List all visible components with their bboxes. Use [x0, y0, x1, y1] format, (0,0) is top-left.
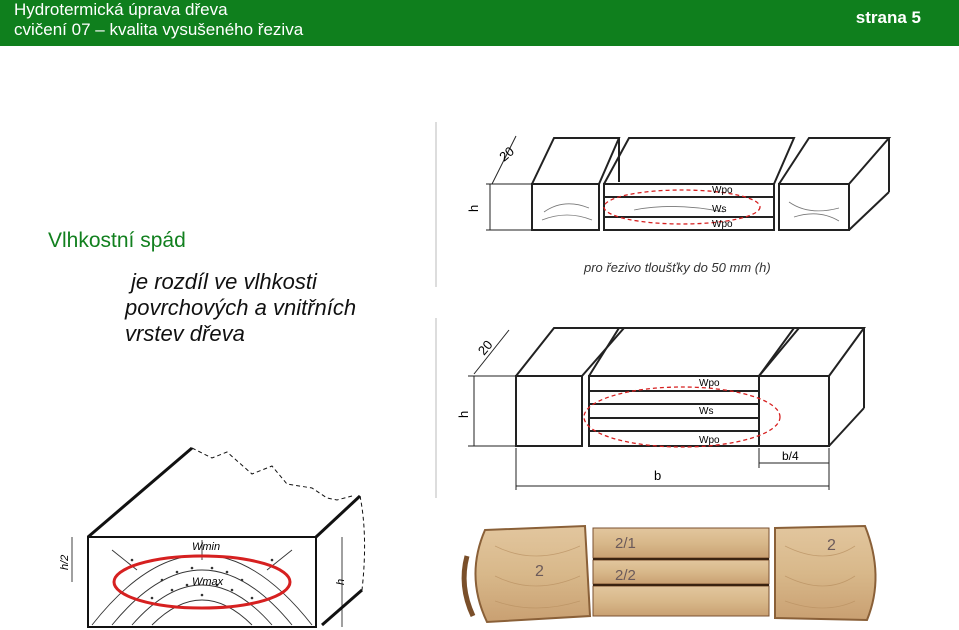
page-number: strana 5: [855, 8, 921, 27]
lesson-subtitle: cvičení 07 – kvalita vysušeného řeziva: [14, 20, 304, 39]
slide-heading: Vlhkostní spád: [48, 229, 186, 252]
course-title: Hydrotermická úprava dřeva: [14, 0, 228, 19]
board-photo: 2 2/1 2/2 2: [455, 516, 895, 628]
photo-label-right: 2: [827, 537, 836, 554]
figure-caption: pro řezivo tloušťky do 50 mm (h): [583, 260, 771, 275]
dim-20-middle: 20: [475, 337, 496, 358]
cross-section-diagram: Wmin Wmax h/2 h: [59, 446, 366, 628]
text-line-3: vrstev dřeva: [125, 321, 245, 346]
text-line-1: je rozdíl ve vlhkosti: [131, 269, 317, 294]
label-wpo-middle: Wpo: [699, 378, 720, 389]
photo-label-left: 2: [535, 563, 544, 580]
photo-label-mid: 2/2: [615, 567, 636, 584]
label-wmax: Wmax: [192, 576, 224, 588]
dim-h-middle: h: [456, 411, 471, 418]
label-wpo-bottom-top: Wpo: [712, 219, 733, 230]
definition-text: je rozdíl ve vlhkosti povrchových a vnit…: [125, 269, 425, 347]
dim-h2: h/2: [59, 555, 71, 570]
label-wmin: Wmin: [192, 541, 220, 553]
highlight-ellipse-top: [603, 189, 761, 225]
dim-h-section: h: [335, 579, 347, 585]
text-line-2: povrchových a vnitřních: [125, 295, 357, 320]
slide-header: Hydrotermická úprava dřeva cvičení 07 – …: [0, 0, 959, 46]
label-wpo-bottom-middle: Wpo: [699, 435, 720, 446]
highlight-ellipse-middle: [583, 386, 781, 448]
board-diagram-middle: 20 h Wpo Ws Wpo b b/4: [435, 318, 866, 498]
board-diagram-top: 20 h Wpo Ws Wpo pro řezivo tloušťky do 5…: [435, 122, 892, 287]
label-ws-middle: Ws: [699, 406, 713, 417]
label-ws-top: Ws: [712, 204, 726, 215]
dim-b: b: [654, 468, 661, 483]
highlight-ellipse-section: [112, 554, 292, 610]
dim-h-top: h: [466, 205, 481, 212]
dim-b4: b/4: [782, 449, 799, 463]
dim-20-top: 20: [496, 144, 517, 165]
photo-label-top: 2/1: [615, 535, 636, 552]
label-wpo-top: Wpo: [712, 185, 733, 196]
